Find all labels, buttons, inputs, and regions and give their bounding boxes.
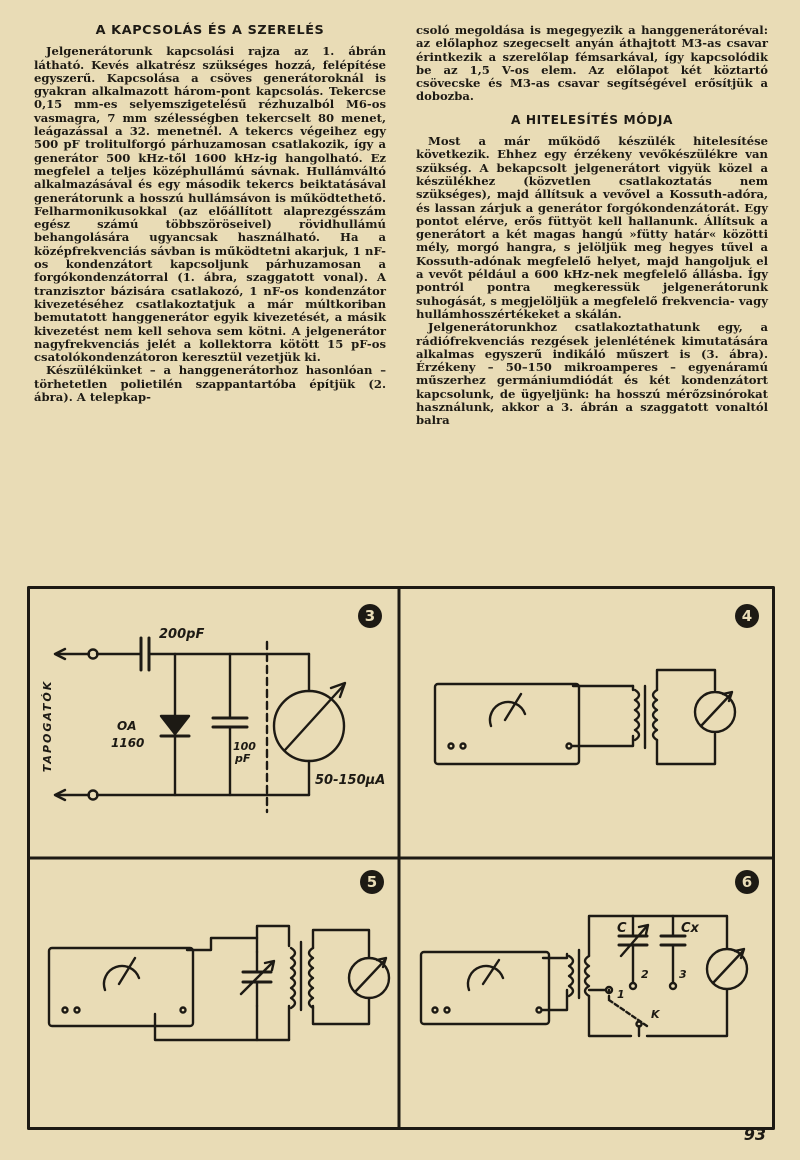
generator-box xyxy=(433,682,581,766)
switch-position-label: 3 xyxy=(679,968,687,981)
figure-number-badge xyxy=(735,870,759,894)
right-column: csoló megoldása is megegyezik a hanggene… xyxy=(416,23,768,428)
meter-icon xyxy=(272,689,346,763)
arrow-head-icon xyxy=(53,788,67,802)
figure-number-badge xyxy=(358,604,382,628)
generator-dial-icon xyxy=(503,692,523,722)
arrow-head-icon xyxy=(53,647,67,661)
figure-number-badge xyxy=(735,604,759,628)
meter-icon xyxy=(347,956,391,1000)
diode-label: OA xyxy=(117,719,137,733)
meter-range-label: 50-150μA xyxy=(315,773,385,788)
figure-6: 6 C Cx 1 2 3 xyxy=(419,870,759,1038)
page-number: 93 xyxy=(743,1125,766,1144)
coil-icon xyxy=(583,954,591,998)
diode-icon xyxy=(159,714,191,736)
probe-label: TAPOGATÓK xyxy=(41,680,54,772)
coil-icon xyxy=(307,946,315,1010)
figure-5: 5 xyxy=(47,870,391,1042)
switch-position-label: 1 xyxy=(617,988,625,1001)
capacitor-label: 100 xyxy=(233,740,256,753)
diode-label: 1160 xyxy=(111,736,144,750)
meter-needle xyxy=(283,684,345,752)
meter-icon xyxy=(693,690,737,734)
generator-box xyxy=(419,950,551,1026)
paragraph: Most a már működő készülék hitelesítése … xyxy=(416,134,768,321)
switch-position-label: 2 xyxy=(641,968,649,981)
figure-number: 3 xyxy=(365,607,375,625)
section-heading-hitelesites: A HITELESÍTÉS MÓDJA xyxy=(510,112,674,127)
figure-number-badge xyxy=(360,870,384,894)
coil-icon xyxy=(651,688,659,742)
generator-box xyxy=(47,946,195,1028)
meter-icon xyxy=(705,947,749,991)
capacitor-label: pF xyxy=(234,752,251,765)
figure-4: 4 xyxy=(433,604,759,766)
figure-number: 6 xyxy=(742,873,752,891)
paragraph: Készülékünket – a hanggenerátorhoz hason… xyxy=(34,363,386,405)
figure-number: 4 xyxy=(742,607,752,625)
figure-3: 3 TAPOGATÓK 200pF OA 1160 100 pF xyxy=(41,604,385,814)
paragraph: csoló megoldása is megegyezik a hanggene… xyxy=(416,23,768,104)
switch-label: K xyxy=(651,1008,661,1021)
paragraph: Jelgenerátorunk kapcsolási rajza az 1. á… xyxy=(34,44,386,365)
left-column: A KAPCSOLÁS ÉS A SZERELÉS Jelgenerátorun… xyxy=(34,24,386,404)
capacitor-label: 200pF xyxy=(159,627,204,642)
coil-icon xyxy=(633,688,641,742)
figures-panel: 3 TAPOGATÓK 200pF OA 1160 100 pF xyxy=(27,586,775,1130)
section-heading-kapcsolas: A KAPCSOLÁS ÉS A SZERELÉS xyxy=(95,23,325,38)
coil-icon xyxy=(289,946,297,1010)
figure-number: 5 xyxy=(367,873,377,891)
capacitor-label: C xyxy=(617,921,627,936)
coil-icon xyxy=(567,954,575,998)
paragraph: Jelgenerátorunkhoz csatlakoztathatunk eg… xyxy=(416,320,768,428)
capacitor-label: Cx xyxy=(681,921,700,936)
